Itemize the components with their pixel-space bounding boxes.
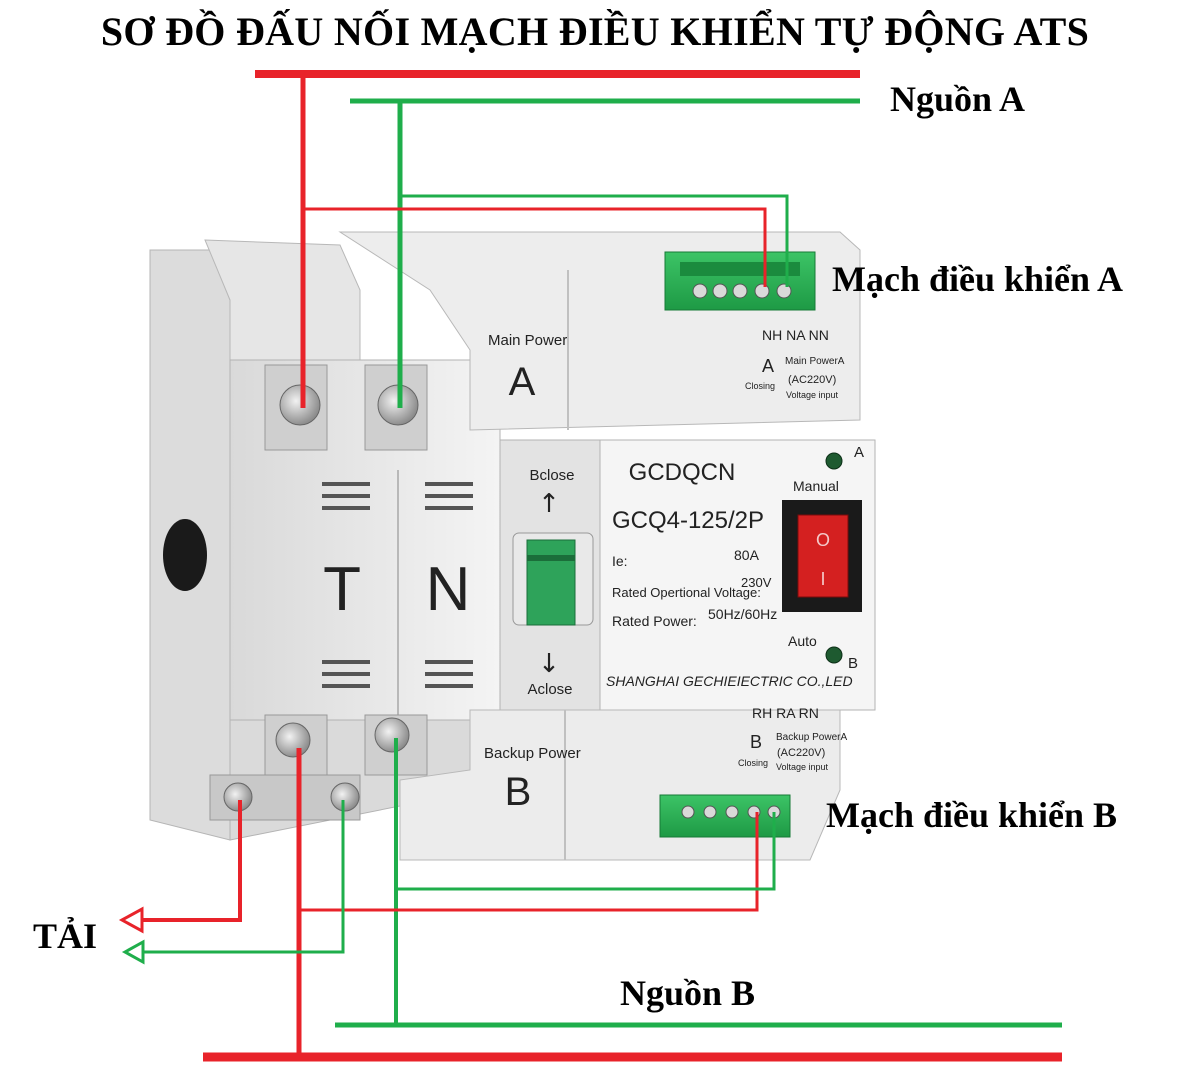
backup-power-label: Backup Power [484,745,581,762]
main-power-letter: A [509,360,536,404]
wire-control-b-neutral [396,812,776,891]
wire-control-a-live [303,207,767,287]
wiring [135,70,1062,1062]
ie-label: Ie: [612,553,628,569]
wire-load-neutral [138,800,345,954]
transfer-lever [526,539,576,626]
aclose-label: Aclose [527,681,572,698]
manual-label: Manual [793,478,839,494]
b-terminal-names: RH RA RN [752,705,819,721]
control-terminal-a [664,251,816,311]
load-live-arrow-icon [118,906,144,934]
pole-module-left [149,239,501,841]
control-terminal-b [659,794,791,838]
led-b-icon [825,646,843,664]
switch-i-label: I [820,569,825,589]
a-power-text: Main PowerA [785,356,845,367]
power-label: Rated Power: [612,613,697,629]
wire-control-a-neutral [400,194,789,287]
a-vin-text: Voltage input [786,390,839,400]
brand-label: GCDQCN [629,459,736,486]
control-b-label: Mạch điều khiển B [826,795,1118,835]
source-a-label: Nguồn A [890,79,1026,119]
mounting-hole [163,519,207,591]
a-ac-text: (AC220V) [788,374,836,386]
backup-power-letter: B [505,770,532,814]
led-a-label: A [854,444,864,461]
control-a-label: Mạch điều khiển A [832,259,1124,299]
power-value: 50Hz/60Hz [708,606,777,622]
main-power-label: Main Power [488,332,567,349]
led-a-icon [825,452,843,470]
screw-bottom-t [275,722,311,758]
b-vin-text: Voltage input [776,762,829,772]
screw-load-n [330,782,360,812]
b-ac-text: (AC220V) [777,747,825,759]
screw-bottom-n [374,717,410,753]
arrow-down-icon: ↓ [538,649,560,679]
voltage-label: Rated Opertional Voltage: [612,585,761,600]
switch-o-label: O [816,530,830,550]
page-title: SƠ ĐỒ ĐẤU NỐI MẠCH ĐIỀU KHIỂN TỰ ĐỘNG AT… [100,9,1090,54]
load-neutral-arrow-icon [121,939,145,965]
auto-label: Auto [788,633,817,649]
bclose-label: Bclose [529,467,574,484]
model-label: GCQ4-125/2P [612,507,764,534]
source-b-label: Nguồn B [620,973,756,1013]
ie-value: 80A [734,547,760,563]
pole-t-label: T [323,555,361,624]
pole-n-label: N [426,555,471,624]
vent-marks [322,482,473,688]
a-closing-letter: A [762,356,774,376]
wire-load-live [135,800,242,922]
wire-control-b-live [299,812,759,912]
ats-device: ↑ ↓ Main Power A Bac [149,231,876,861]
maker-label: SHANGHAI GECHIEIECTRIC CO.,LED [606,673,853,689]
b-closing-letter: B [750,732,762,752]
main-power-module [338,231,861,431]
load-label: TẢI [33,916,98,956]
arrow-up-icon: ↑ [538,489,560,519]
a-terminal-names: NH NA NN [762,327,829,343]
backup-power-module [399,709,841,861]
b-closing-sub: Closing [738,758,768,768]
a-closing-sub: Closing [745,381,775,391]
voltage-value: 230V [741,575,772,590]
led-b-label: B [848,655,858,672]
front-panel: ↑ ↓ [499,439,876,711]
screw-top-t [279,384,321,426]
b-power-text: Backup PowerA [776,732,847,743]
